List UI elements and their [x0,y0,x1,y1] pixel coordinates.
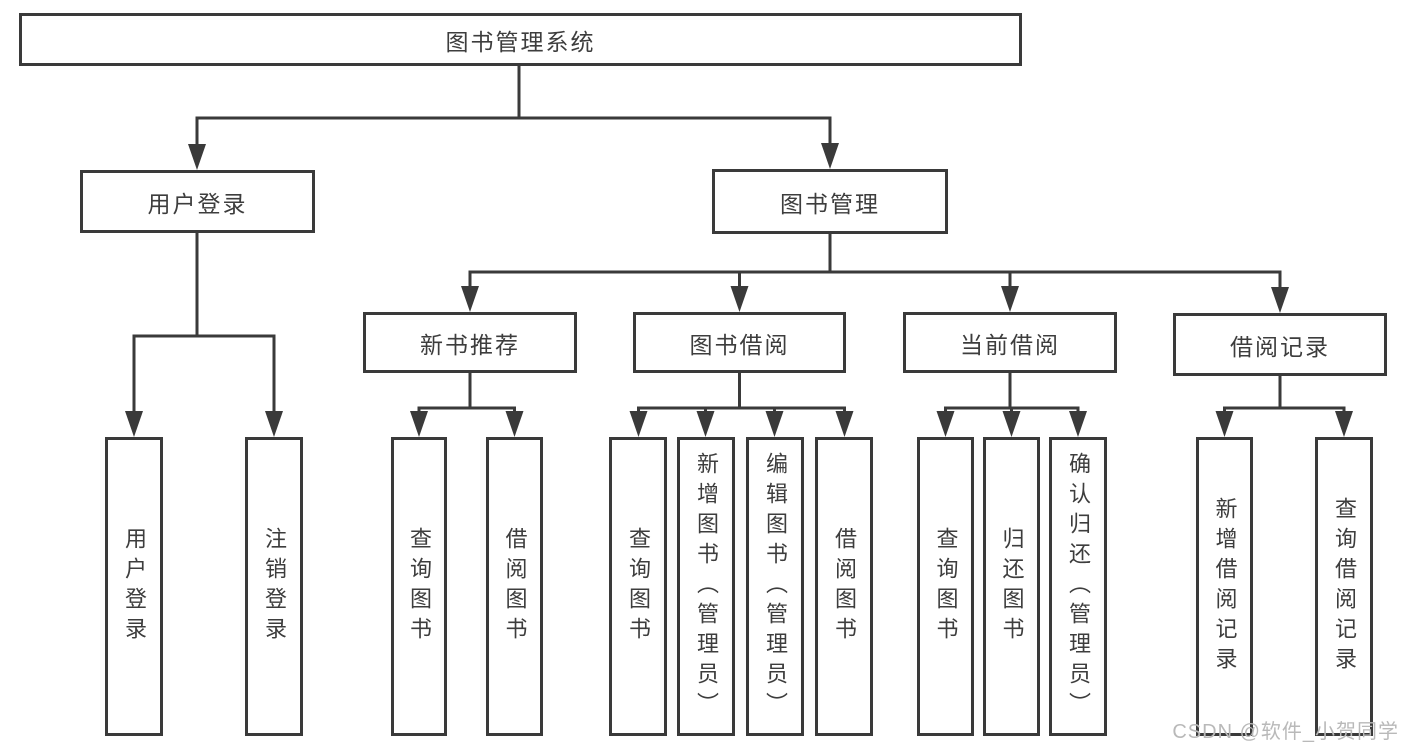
leaf-add-books-admin: 新增图书（管理员） [677,437,735,736]
edge-borrow-record-children [1215,376,1353,437]
leaf-user-login: 用户登录 [105,437,163,736]
leaf-return-books-label: 归还图书 [999,526,1025,647]
leaf-borrow-books-recommend-label: 借阅图书 [502,526,528,647]
node-book-management: 图书管理 [712,169,948,234]
leaf-borrow-books-borrowing-label: 借阅图书 [832,526,857,647]
edge-user-login-children [125,233,283,437]
leaf-query-borrow-record-label: 查询借阅记录 [1332,496,1357,677]
leaf-query-books-current: 查询图书 [917,437,974,736]
edge-book-borrow-children [629,373,854,437]
node-new-book-recommendation: 新书推荐 [363,312,577,373]
leaf-user-login-label: 用户登录 [122,526,147,647]
node-current-borrowing: 当前借阅 [903,312,1117,373]
leaf-return-books: 归还图书 [983,437,1040,736]
leaf-query-books-recommend-label: 查询图书 [407,526,432,647]
csdn-watermark: CSDN @软件_小贺同学 [1172,721,1399,743]
leaf-query-borrow-record: 查询借阅记录 [1315,437,1373,736]
leaf-borrow-books-borrowing: 借阅图书 [815,437,873,736]
leaf-logout-label: 注销登录 [262,526,287,647]
node-book-borrowing: 图书借阅 [633,312,846,373]
leaf-add-borrow-record-label: 新增借阅记录 [1212,496,1238,677]
leaf-borrow-books-recommend: 借阅图书 [486,437,543,736]
leaf-query-books-recommend: 查询图书 [391,437,447,736]
leaf-confirm-return-admin: 确认归还（管理员） [1049,437,1107,736]
leaf-query-books-current-label: 查询图书 [933,526,959,647]
leaf-confirm-return-admin-label: 确认归还（管理员） [1066,451,1091,722]
edge-book-management-children [461,234,1289,313]
leaf-edit-books-admin: 编辑图书（管理员） [746,437,804,736]
node-borrowing-records: 借阅记录 [1173,313,1387,376]
leaf-edit-books-admin-label: 编辑图书（管理员） [763,451,788,722]
leaf-query-books-borrowing: 查询图书 [609,437,667,736]
leaf-add-borrow-record: 新增借阅记录 [1196,437,1253,736]
leaf-add-books-admin-label: 新增图书（管理员） [694,451,719,722]
node-user-login: 用户登录 [80,170,315,233]
leaf-query-books-borrowing-label: 查询图书 [626,526,651,647]
node-library-management-system: 图书管理系统 [19,13,1022,66]
edge-root-to-level1 [188,66,839,170]
edge-new-book-children [410,373,524,437]
leaf-logout: 注销登录 [245,437,303,736]
edge-current-borrow-children [936,373,1087,437]
